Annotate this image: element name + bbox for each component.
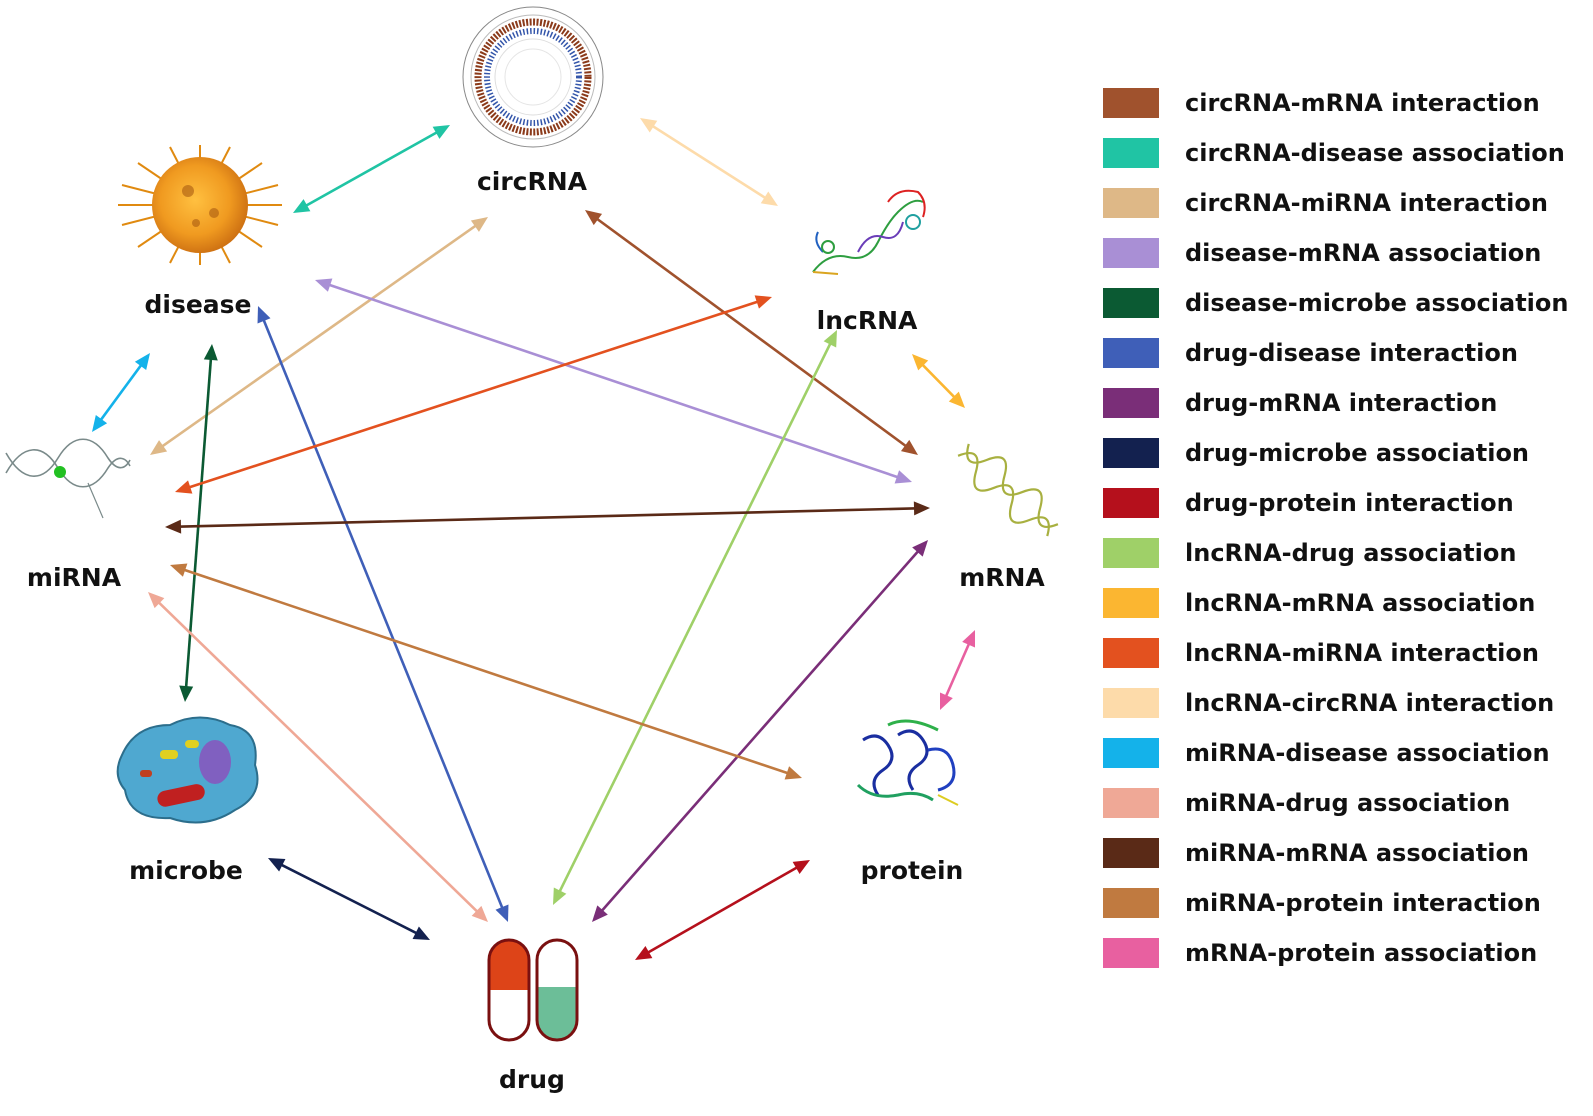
legend-label: circRNA-mRNA interaction [1185, 89, 1540, 117]
node-label-circrna: circRNA [477, 167, 588, 196]
edge-lncrna-mrna [912, 354, 965, 408]
node-label-microbe: microbe [129, 856, 243, 885]
legend-item: drug-protein interaction [1103, 478, 1583, 528]
legend-item: miRNA-mRNA association [1103, 828, 1583, 878]
edge-circrna-mrna [585, 210, 918, 455]
legend-item: lncRNA-circRNA interaction [1103, 678, 1583, 728]
legend-swatch [1103, 138, 1159, 168]
legend-item: mRNA-protein association [1103, 928, 1583, 978]
legend-swatch [1103, 238, 1159, 268]
node-label-protein: protein [861, 856, 964, 885]
legend-label: lncRNA-mRNA association [1185, 589, 1536, 617]
legend-item: drug-disease interaction [1103, 328, 1583, 378]
legend-label: drug-protein interaction [1185, 489, 1514, 517]
legend-swatch [1103, 488, 1159, 518]
legend-swatch [1103, 288, 1159, 318]
node-label-lncrna: lncRNA [817, 306, 918, 335]
legend-item: circRNA-miRNA interaction [1103, 178, 1583, 228]
legend-swatch [1103, 538, 1159, 568]
legend-swatch [1103, 388, 1159, 418]
lncrna-icon [812, 189, 926, 275]
edge-lncrna-drug [553, 330, 837, 905]
legend-swatch [1103, 688, 1159, 718]
edge-drug-mrna [592, 540, 928, 922]
legend-label: miRNA-mRNA association [1185, 839, 1530, 867]
edge-disease-microbe [179, 344, 218, 702]
legend-item: circRNA-disease association [1103, 128, 1583, 178]
legend-item: lncRNA-mRNA association [1103, 578, 1583, 628]
node-label-mrna: mRNA [959, 563, 1045, 592]
legend-label: lncRNA-miRNA interaction [1185, 639, 1539, 667]
edge-circrna-mirna [150, 217, 488, 455]
edge-drug-disease [257, 306, 509, 922]
legend-swatch [1103, 738, 1159, 768]
legend-swatch [1103, 88, 1159, 118]
legend-swatch [1103, 188, 1159, 218]
edge-circrna-disease [293, 125, 450, 213]
legend-label: lncRNA-drug association [1185, 539, 1517, 567]
microbe-icon [116, 716, 259, 824]
network-diagram: circRNA disease lncRNA miRNA mRNA microb… [5, 6, 1059, 1094]
legend-swatch [1103, 788, 1159, 818]
edge-lncrna-mirna [175, 295, 772, 494]
legend-label: drug-mRNA interaction [1185, 389, 1498, 417]
legend-item: lncRNA-drug association [1103, 528, 1583, 578]
legend-item: circRNA-mRNA interaction [1103, 78, 1583, 128]
legend-label: lncRNA-circRNA interaction [1185, 689, 1555, 717]
legend-swatch [1103, 438, 1159, 468]
edge-mirna-disease [92, 353, 150, 432]
legend-label: miRNA-protein interaction [1185, 889, 1541, 917]
legend-label: miRNA-drug association [1185, 789, 1511, 817]
legend-label: disease-mRNA association [1185, 239, 1542, 267]
mirna-icon [5, 438, 131, 519]
disease-icon [118, 145, 282, 265]
edge-drug-protein [635, 860, 810, 960]
edge-mirna-drug [148, 592, 488, 922]
node-label-drug: drug [499, 1065, 565, 1094]
legend-item: miRNA-drug association [1103, 778, 1583, 828]
legend-swatch [1103, 588, 1159, 618]
drug-icon [487, 938, 579, 1042]
node-label-mirna: miRNA [27, 563, 122, 592]
edge-drug-microbe [268, 858, 430, 940]
legend-swatch [1103, 838, 1159, 868]
edge-mirna-protein [170, 563, 802, 780]
protein-icon [856, 719, 959, 806]
edge-mrna-protein [940, 630, 975, 710]
legend-item: drug-microbe association [1103, 428, 1583, 478]
legend-swatch [1103, 638, 1159, 668]
node-label-disease: disease [144, 290, 251, 319]
legend-label: circRNA-disease association [1185, 139, 1565, 167]
legend-label: miRNA-disease association [1185, 739, 1550, 767]
legend-item: lncRNA-miRNA interaction [1103, 628, 1583, 678]
legend-item: drug-mRNA interaction [1103, 378, 1583, 428]
mrna-icon [957, 443, 1059, 537]
edge-lncrna-circrna [640, 118, 778, 206]
legend-swatch [1103, 938, 1159, 968]
legend-item: miRNA-disease association [1103, 728, 1583, 778]
legend-label: circRNA-miRNA interaction [1185, 189, 1548, 217]
legend-swatch [1103, 338, 1159, 368]
legend: circRNA-mRNA interaction circRNA-disease… [1103, 78, 1583, 978]
legend-label: drug-microbe association [1185, 439, 1530, 467]
legend-label: disease-microbe association [1185, 289, 1569, 317]
legend-item: miRNA-protein interaction [1103, 878, 1583, 928]
edges-layer [92, 118, 975, 960]
legend-label: drug-disease interaction [1185, 339, 1518, 367]
legend-item: disease-mRNA association [1103, 228, 1583, 278]
edge-mirna-mrna [165, 501, 930, 534]
legend-item: disease-microbe association [1103, 278, 1583, 328]
legend-swatch [1103, 888, 1159, 918]
circrna-icon [462, 6, 604, 148]
edge-disease-mrna [315, 278, 912, 484]
legend-label: mRNA-protein association [1185, 939, 1538, 967]
